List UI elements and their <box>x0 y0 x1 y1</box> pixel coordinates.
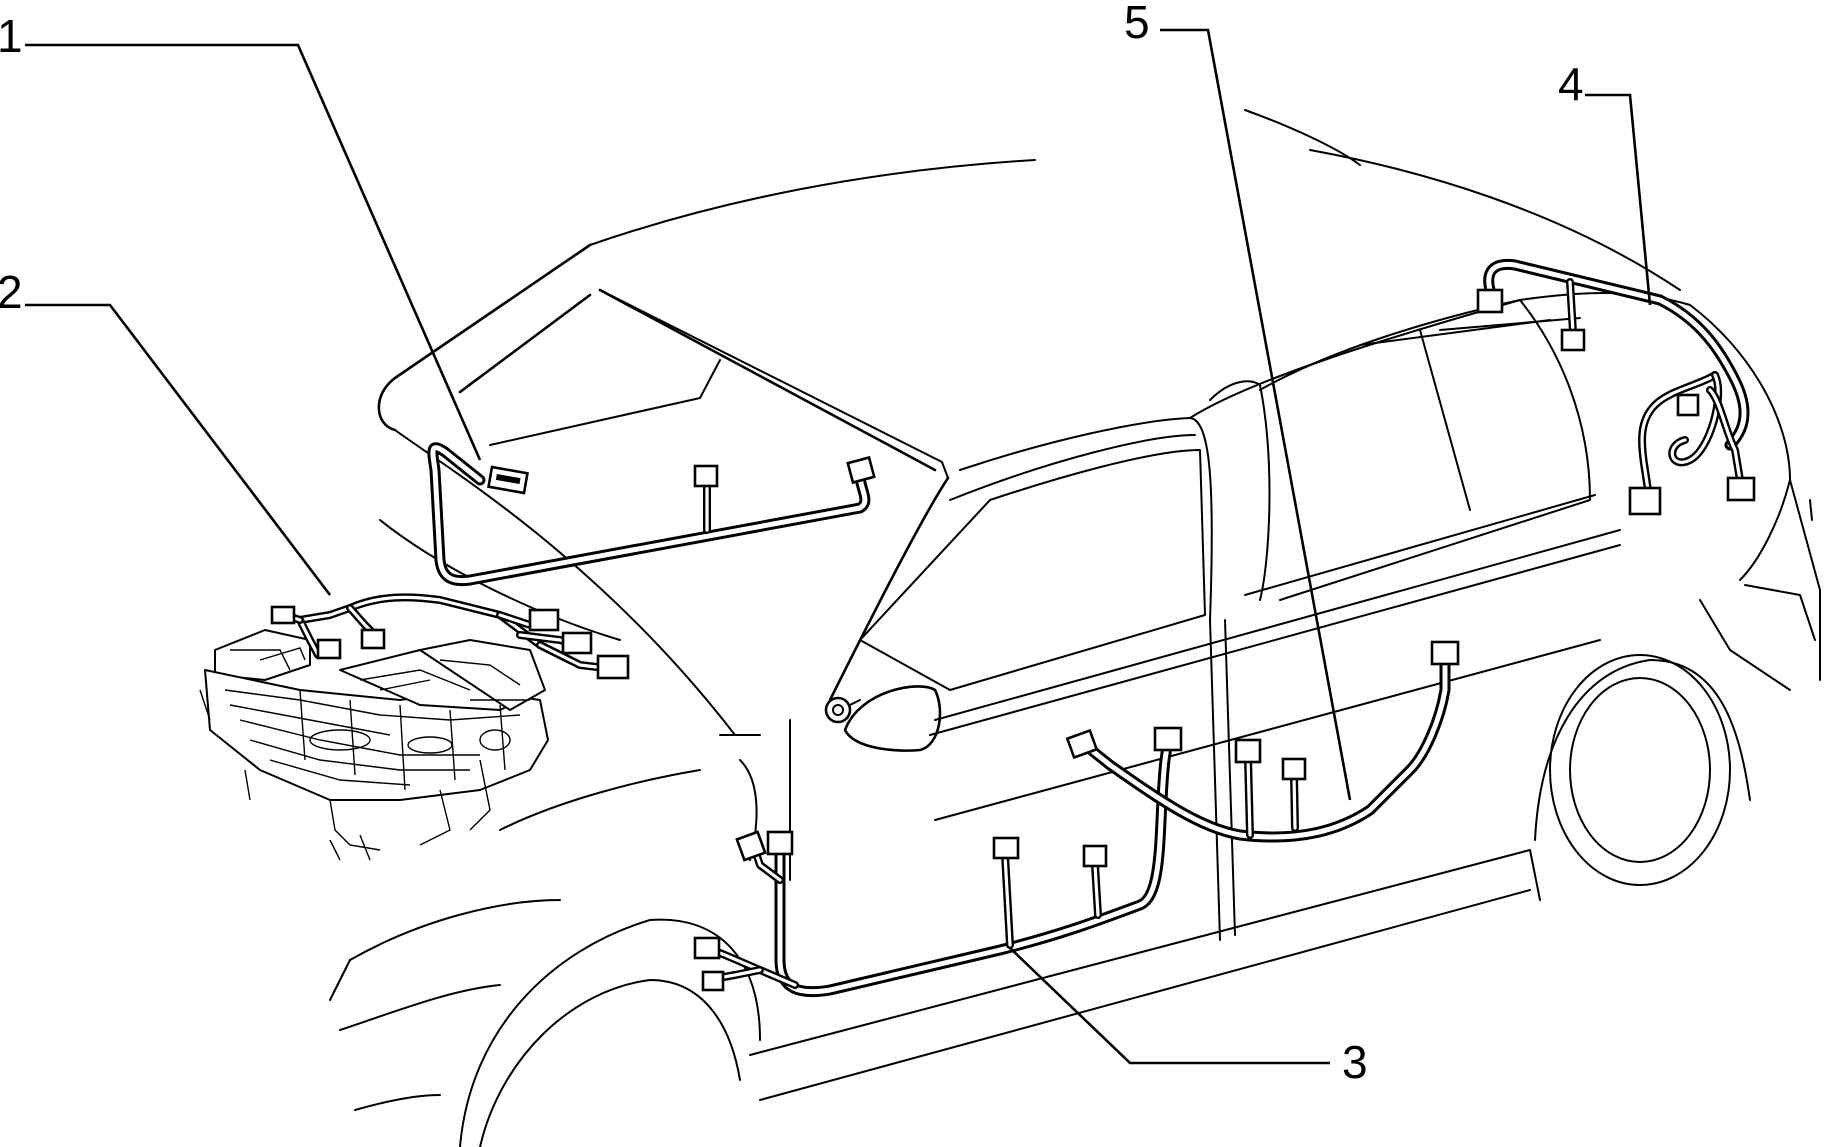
connector <box>487 465 529 495</box>
connector <box>596 654 630 680</box>
connector <box>561 631 593 655</box>
leader-line-1 <box>25 43 482 461</box>
connector <box>1726 476 1756 502</box>
connector <box>766 830 794 856</box>
connector <box>735 830 767 862</box>
connector <box>701 970 725 992</box>
callout-1: 1 <box>0 10 23 62</box>
connector <box>693 464 719 488</box>
connector <box>360 628 386 650</box>
connector <box>1676 393 1700 417</box>
harness-3-connectors <box>693 726 1183 992</box>
harness-1-dashboard <box>427 442 871 587</box>
connector <box>1082 844 1108 868</box>
leader-lines <box>25 28 1652 1065</box>
harness-2-connectors <box>270 605 630 680</box>
callout-3: 3 <box>1342 1036 1368 1088</box>
connector <box>1430 640 1460 666</box>
leader-line-2 <box>25 303 332 596</box>
leader-line-4 <box>1585 93 1652 306</box>
connector <box>270 605 296 625</box>
harness-4-connectors <box>1476 288 1756 516</box>
callout-2: 2 <box>0 266 23 318</box>
connector <box>1065 728 1099 760</box>
harness-1-connectors <box>487 455 876 495</box>
harness-5-rear-floor <box>1079 654 1451 843</box>
callout-4: 4 <box>1558 58 1584 110</box>
side-mirror <box>824 685 942 752</box>
leader-line-5 <box>1160 28 1352 801</box>
connector <box>1560 328 1586 352</box>
connector <box>693 936 721 960</box>
connector <box>1234 738 1262 764</box>
connector <box>1628 486 1662 516</box>
harness-5-connectors <box>1065 640 1460 781</box>
connector <box>1476 288 1504 314</box>
connector <box>528 608 560 632</box>
harness-4-rear-hatch <box>1483 258 1750 494</box>
connector <box>316 638 342 660</box>
connector <box>992 836 1020 860</box>
callout-5: 5 <box>1124 0 1150 48</box>
connector <box>846 455 876 485</box>
heater-unit <box>199 629 549 861</box>
connector <box>1153 726 1183 752</box>
callout-labels: 1 2 3 4 5 <box>0 0 1584 1088</box>
leader-line-3 <box>1009 947 1330 1065</box>
connector <box>1281 757 1307 781</box>
